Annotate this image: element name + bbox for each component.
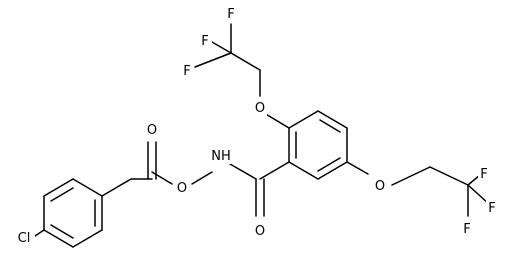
bond	[229, 163, 257, 180]
atom-o-amide: O	[253, 221, 267, 239]
atom-nh: NH	[210, 146, 232, 164]
atom-o-ether-1: O	[253, 98, 267, 116]
atom-f1a: F	[225, 4, 238, 22]
bond	[317, 157, 341, 172]
atom-nh-label: NH	[211, 149, 231, 164]
bond	[101, 178, 132, 197]
bond	[43, 178, 74, 197]
atom-o-ether-2-label: O	[375, 179, 385, 194]
atom-o-carbonyl-ester-label: O	[147, 123, 157, 138]
bond	[34, 229, 45, 237]
atom-o-ester: O	[175, 178, 189, 196]
atom-labels: Cl O O NH O O O F	[13, 4, 499, 246]
bond	[194, 52, 232, 68]
bond	[191, 171, 213, 185]
atom-o-ether-2: O	[373, 176, 387, 194]
bond	[50, 187, 74, 202]
atom-f2b-label: F	[488, 201, 495, 216]
atom-o-ether-1-label: O	[255, 101, 265, 116]
bond	[317, 110, 348, 129]
atom-f2a-label: F	[480, 167, 487, 182]
atom-f1a-label: F	[227, 7, 234, 22]
atom-f1b-label: F	[201, 34, 208, 49]
atom-f2c: F	[461, 219, 474, 237]
atom-f1c: F	[181, 61, 194, 79]
bond	[391, 166, 431, 186]
atom-f2c-label: F	[463, 222, 470, 237]
bond	[346, 161, 369, 175]
atom-o-ester-label: O	[177, 181, 187, 196]
bond	[317, 161, 348, 180]
atom-cl-label: Cl	[18, 231, 31, 246]
atom-o-amide-label: O	[255, 224, 265, 239]
bond	[43, 229, 74, 248]
bond	[429, 166, 469, 186]
bond	[259, 161, 290, 180]
bonds	[34, 23, 491, 248]
atom-f2a: F	[478, 164, 491, 182]
bond	[72, 178, 103, 197]
bond	[288, 110, 319, 129]
bond	[211, 41, 232, 54]
bond	[151, 171, 173, 185]
atom-f2b: F	[486, 198, 499, 216]
bond	[50, 224, 74, 239]
bond	[72, 229, 103, 248]
atom-f1b: F	[199, 31, 212, 49]
bond	[288, 161, 319, 180]
bond	[319, 119, 341, 133]
atom-o-carbonyl-ester: O	[145, 120, 159, 138]
atom-f1c-label: F	[183, 64, 190, 79]
bond	[230, 52, 261, 71]
atom-cl: Cl	[13, 228, 35, 246]
bond	[263, 112, 290, 129]
